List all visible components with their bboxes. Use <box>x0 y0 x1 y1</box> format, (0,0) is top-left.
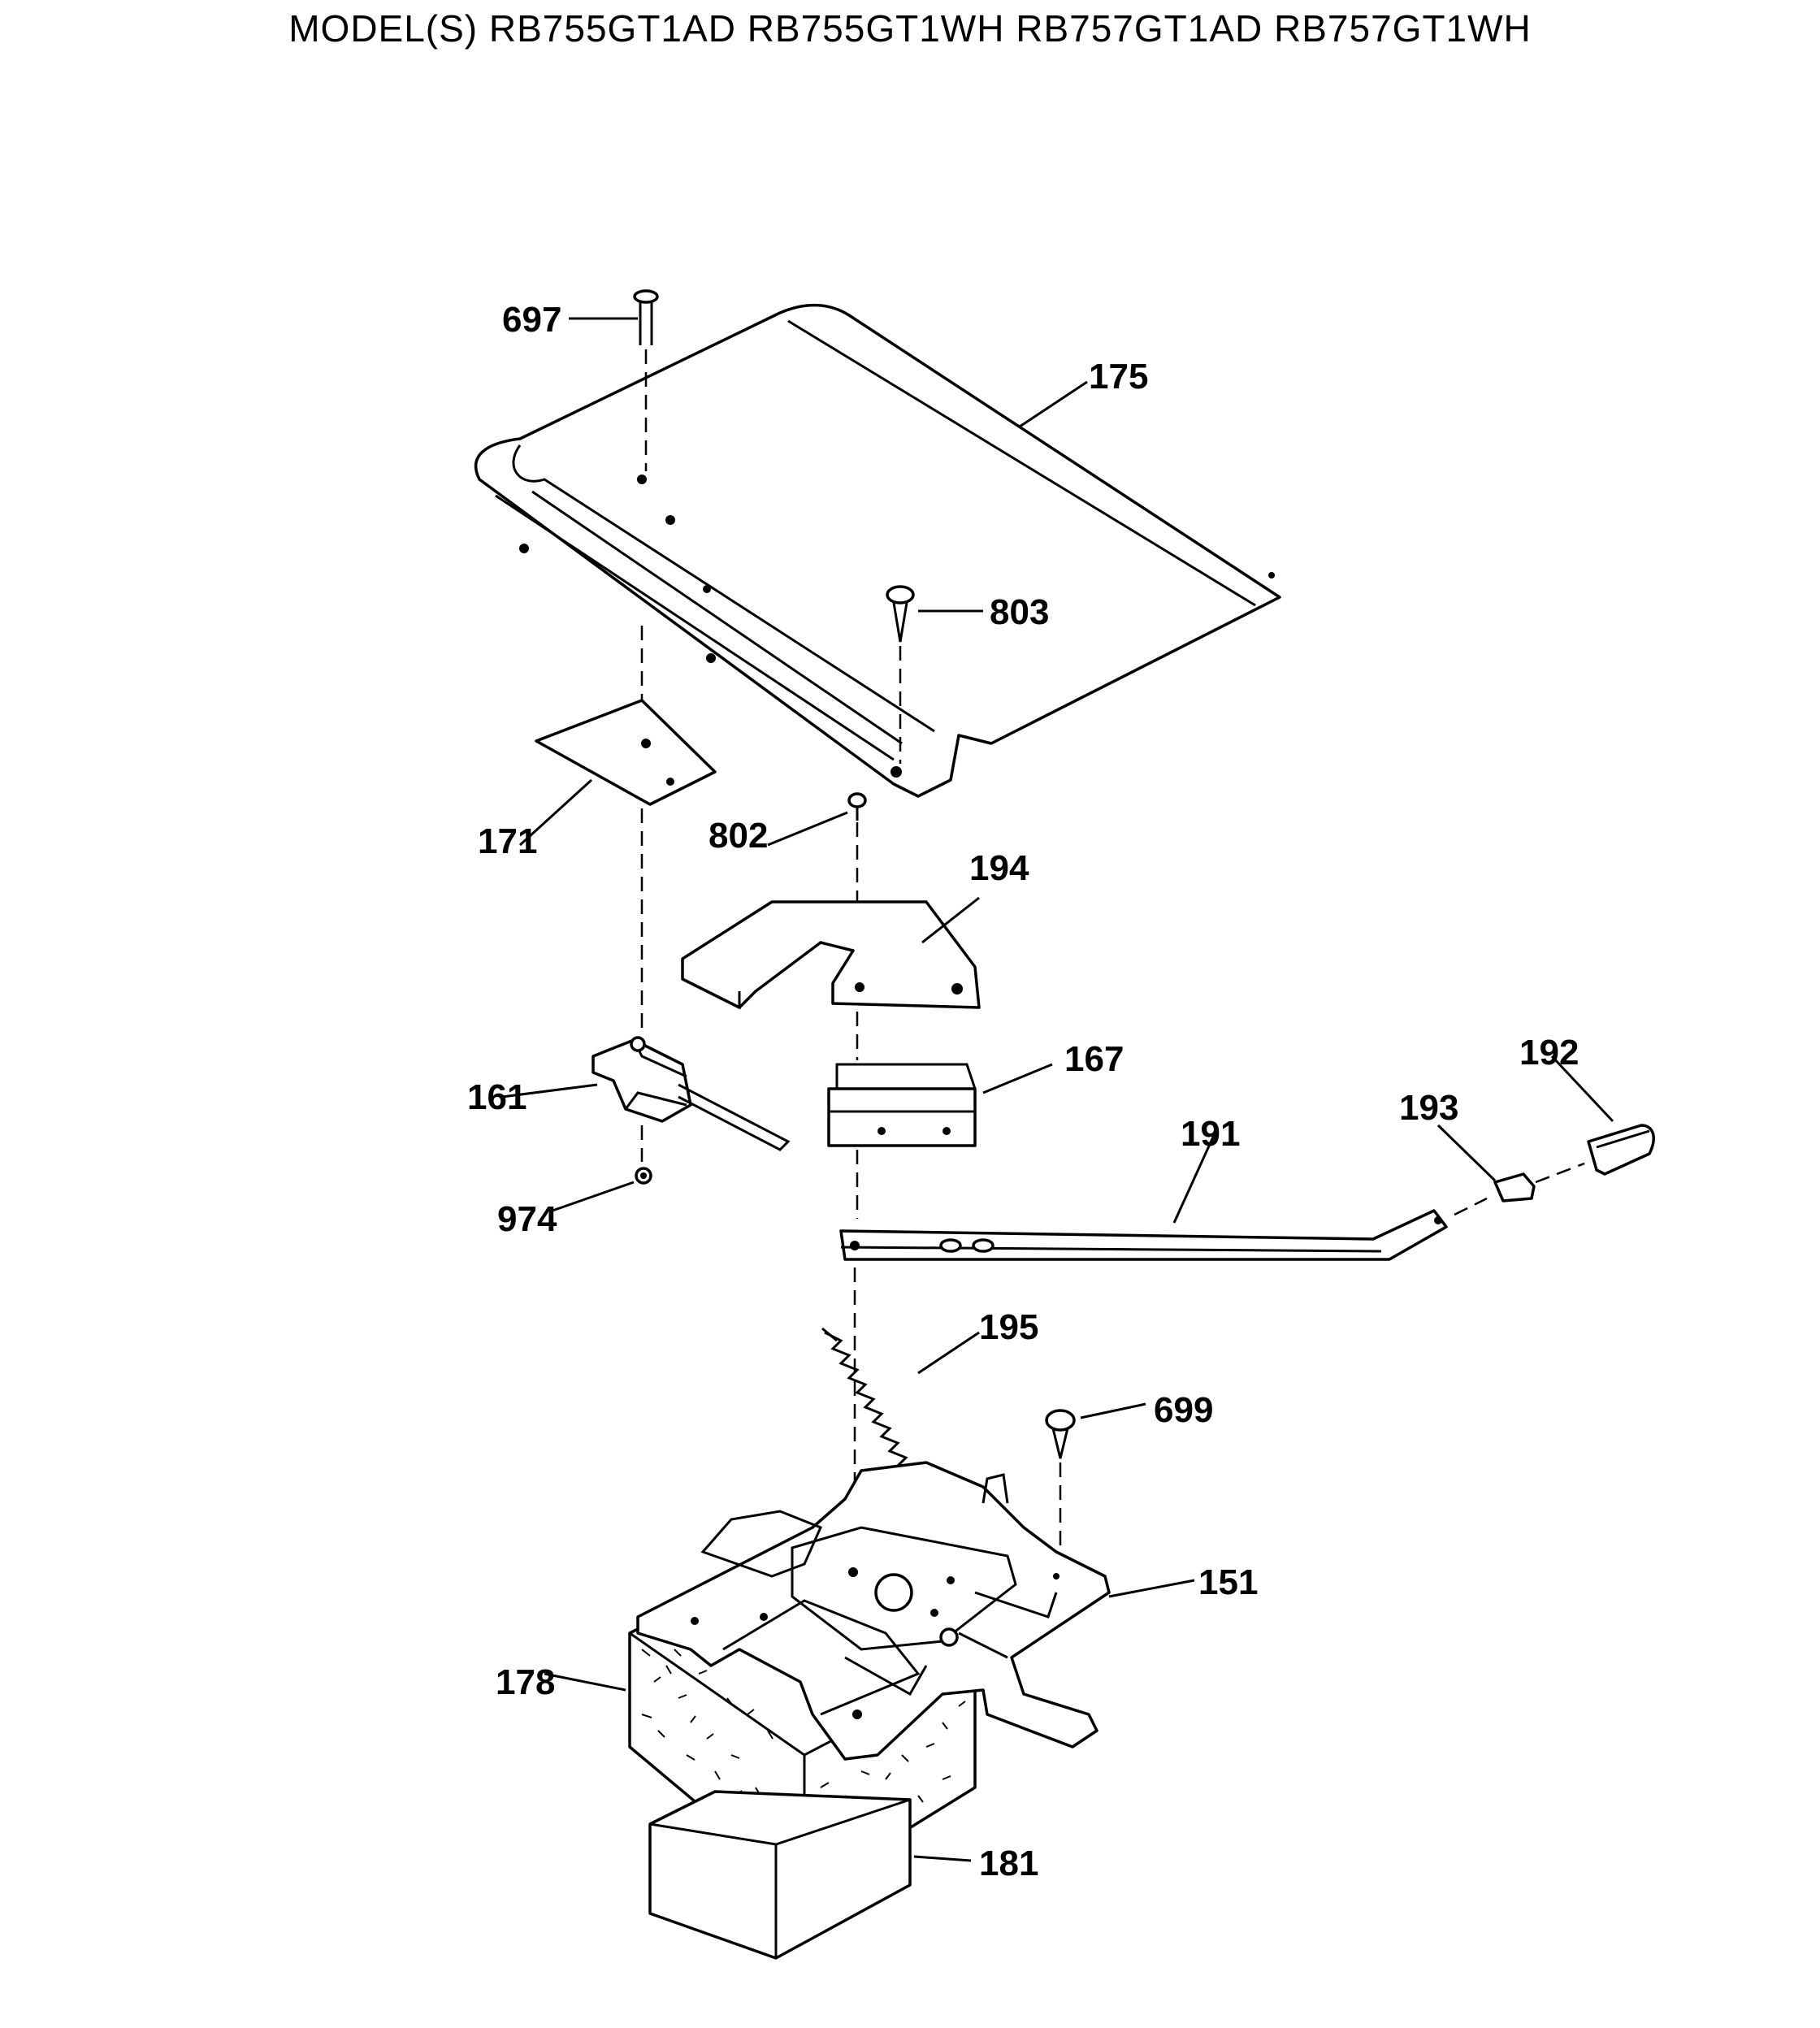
part-label-171: 171 <box>478 821 537 861</box>
part-label-192: 192 <box>1519 1033 1579 1072</box>
screw-803 <box>886 585 983 764</box>
part-label-193: 193 <box>1399 1088 1458 1128</box>
top-cover-panel-175 <box>474 303 1281 798</box>
lever-rod-191 <box>839 1133 1488 1261</box>
clip-193 <box>1436 1124 1585 1202</box>
part-label-181: 181 <box>979 1844 1038 1883</box>
part-label-195: 195 <box>979 1307 1038 1347</box>
box-181 <box>648 1790 972 1960</box>
screw-699 <box>1045 1402 1146 1572</box>
plate-171 <box>518 626 717 1036</box>
part-label-175: 175 <box>1089 357 1148 396</box>
part-label-167: 167 <box>1064 1039 1124 1079</box>
part-label-697: 697 <box>502 300 561 340</box>
latch-assembly-151 <box>636 1461 1195 1761</box>
part-label-194: 194 <box>969 848 1029 888</box>
page-title: MODEL(S) RB755GT1AD RB755GT1WH RB757GT1A… <box>288 7 1532 50</box>
part-label-974: 974 <box>497 1199 557 1239</box>
part-label-178: 178 <box>496 1662 555 1702</box>
bracket-194 <box>681 896 981 1010</box>
part-label-151: 151 <box>1198 1562 1258 1602</box>
part-label-191: 191 <box>1181 1114 1240 1154</box>
nut-974 <box>552 1125 652 1212</box>
guide-block-167 <box>827 1012 1053 1219</box>
switch-161 <box>501 1036 791 1151</box>
part-label-161: 161 <box>467 1077 526 1117</box>
knob-cap-192 <box>1550 1055 1655 1176</box>
part-label-699: 699 <box>1154 1390 1213 1430</box>
part-label-802: 802 <box>708 816 768 856</box>
screw-697 <box>569 289 659 471</box>
part-label-803: 803 <box>990 592 1049 632</box>
